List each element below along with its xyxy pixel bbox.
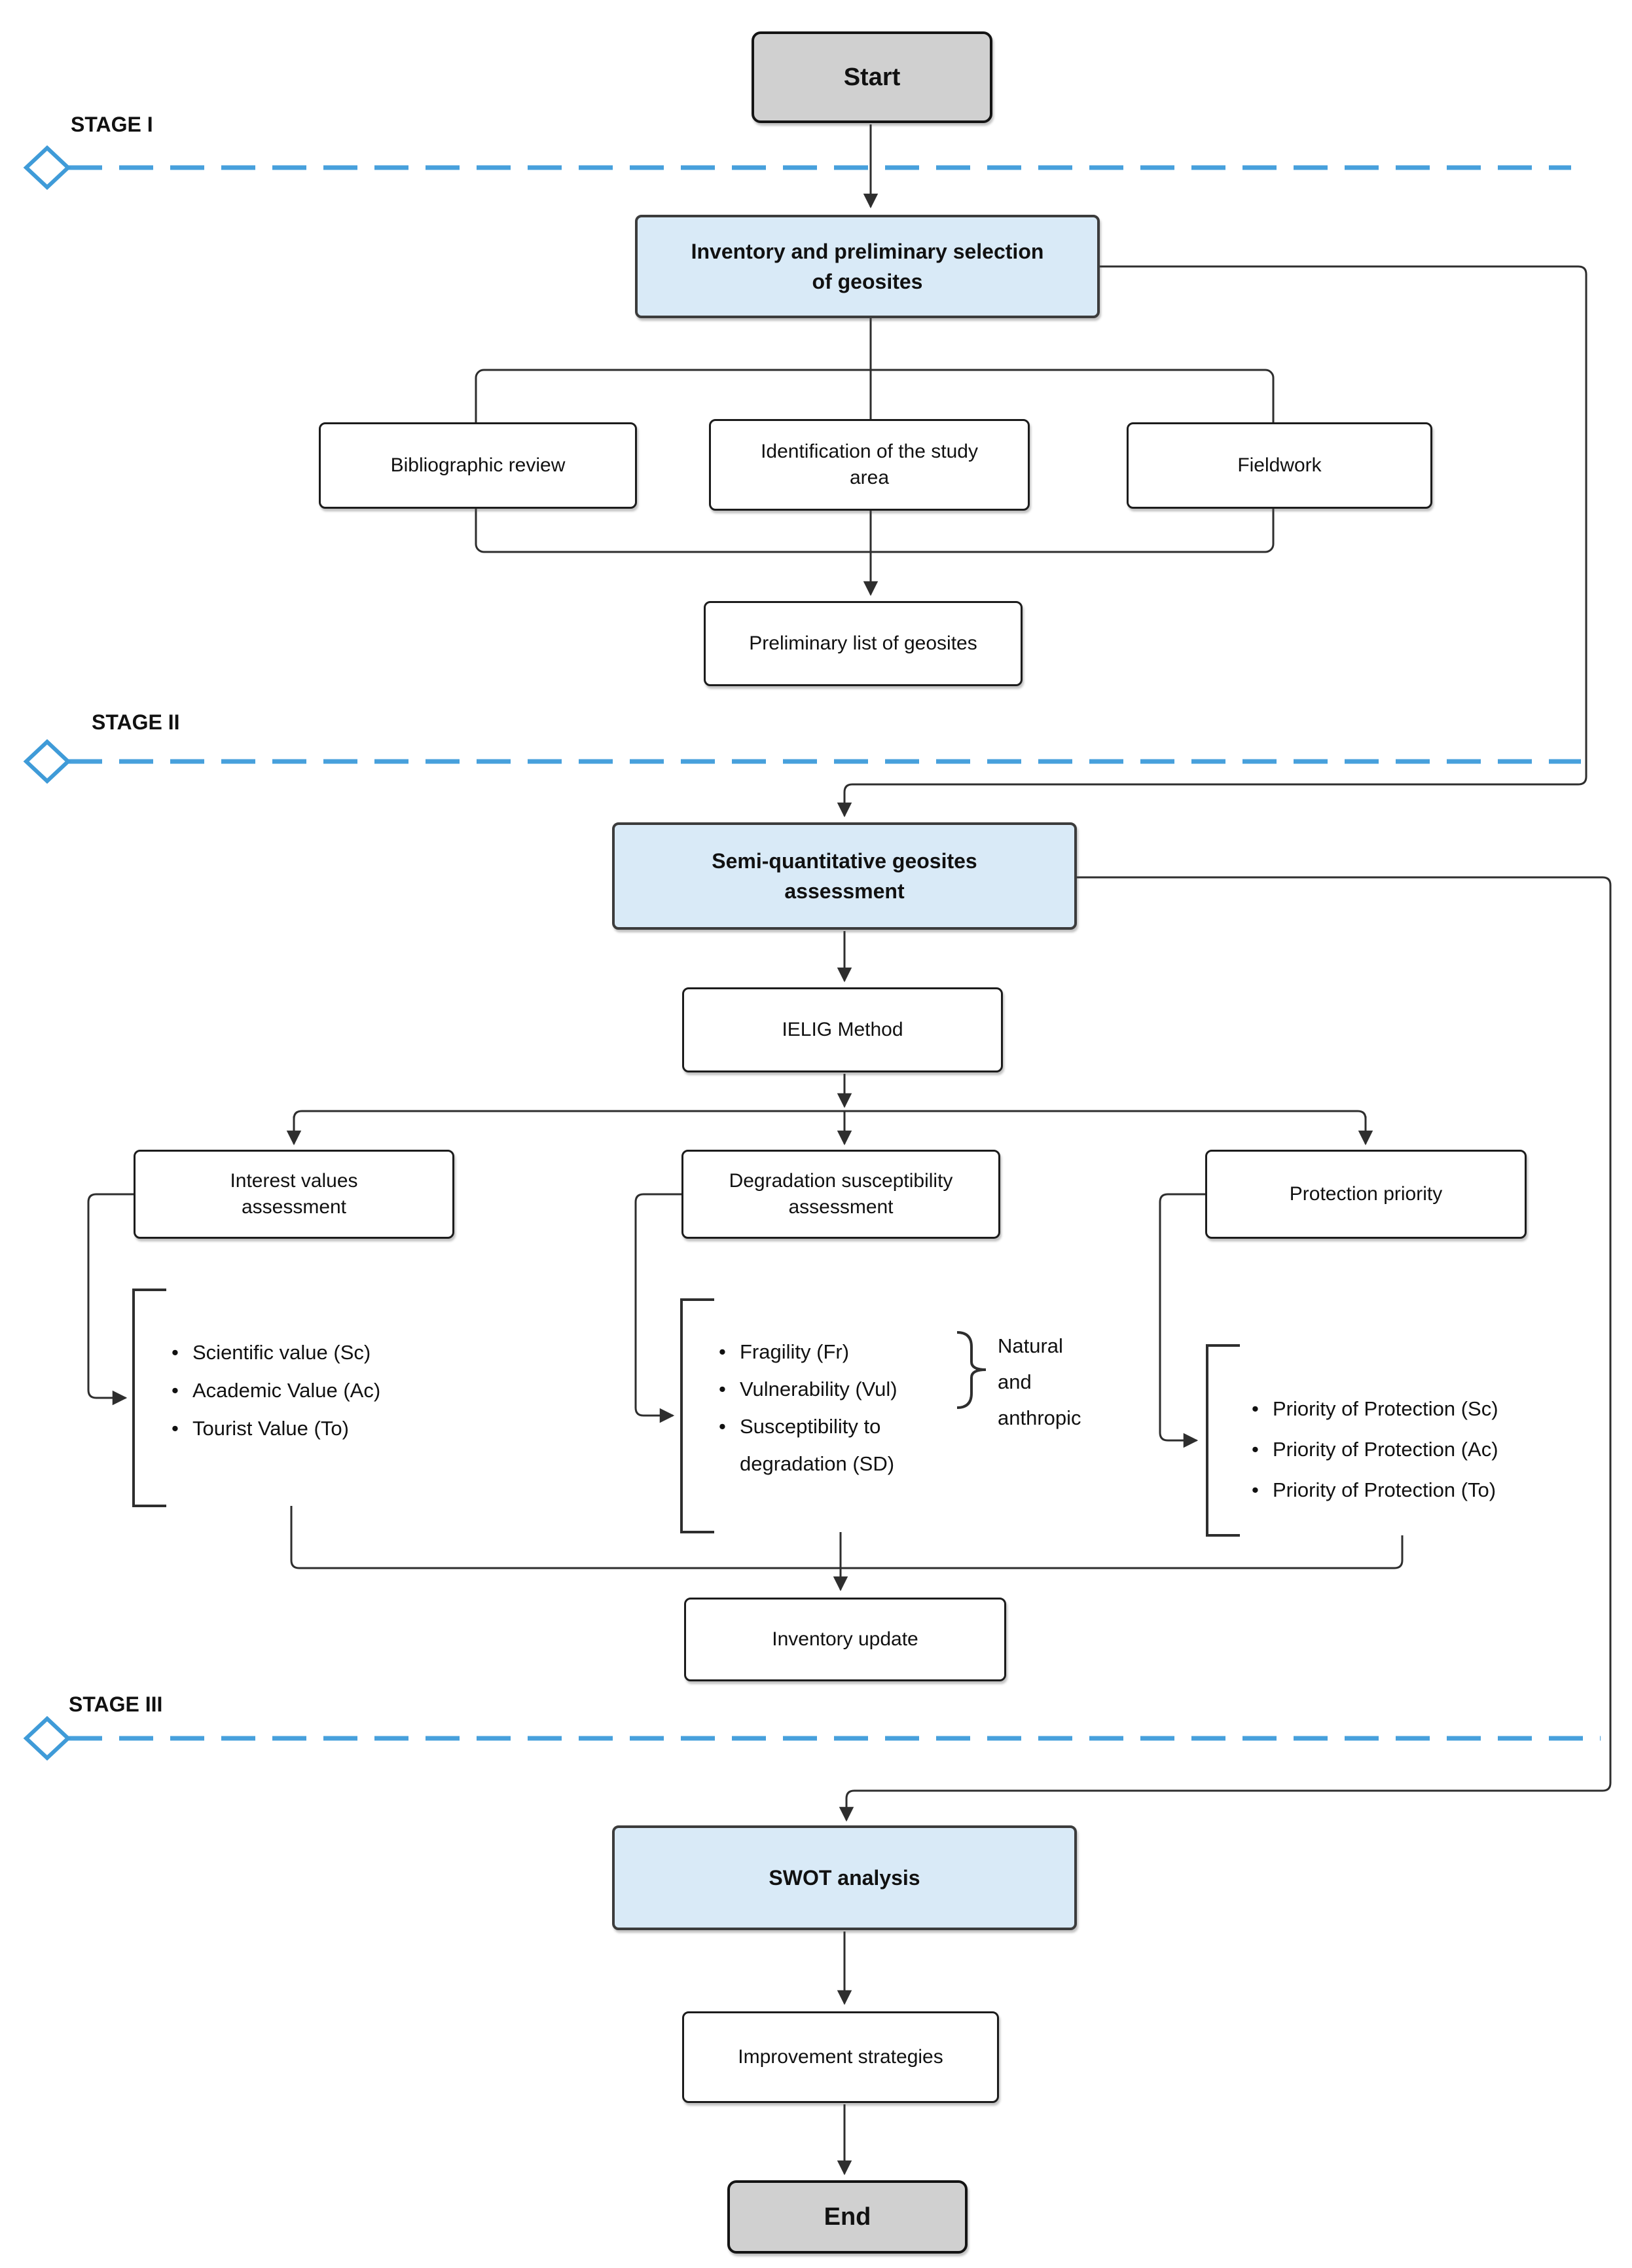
- list-item: •Vulnerability (Vul): [719, 1370, 898, 1408]
- bullet-icon: •: [719, 1340, 726, 1363]
- list-item: •Priority of Protection (Sc): [1252, 1389, 1498, 1429]
- bullet-icon: •: [719, 1378, 726, 1400]
- stage3-label: STAGE III: [69, 1692, 163, 1716]
- connector-merge-line: [290, 1506, 1404, 1569]
- bullet-icon: •: [172, 1417, 179, 1440]
- interest-values-list: •Scientific value (Sc) •Academic Value (…: [172, 1334, 380, 1448]
- bullet-icon: •: [172, 1341, 179, 1364]
- list-item: •Priority of Protection (To): [1252, 1470, 1498, 1510]
- degradation-factors-list: •Fragility (Fr) •Vulnerability (Vul) •Su…: [719, 1333, 898, 1482]
- connector-loop-semi-to-swot: [839, 876, 1612, 1822]
- protection-priority-list: •Priority of Protection (Sc) •Priority o…: [1252, 1389, 1498, 1510]
- node-fieldwork: Fieldwork: [1127, 422, 1432, 509]
- node-interest-values: Interest values assessment: [134, 1150, 454, 1239]
- node-improvement-strategies: Improvement strategies: [682, 2011, 999, 2103]
- stage2-diamond-icon: [23, 739, 71, 784]
- node-identification-study-area: Identification of the study area: [709, 419, 1030, 511]
- stage1-label: STAGE I: [71, 113, 153, 136]
- list-item: •Fragility (Fr): [719, 1333, 898, 1370]
- protection-list-bracket: [1206, 1344, 1240, 1537]
- bullet-icon: •: [1252, 1478, 1259, 1501]
- node-semi-quantitative-assessment: Semi-quantitative geosites assessment: [612, 822, 1077, 930]
- connector-loop-inventory-to-semi: [837, 265, 1587, 818]
- node-bibliographic-review: Bibliographic review: [319, 422, 637, 509]
- bullet-icon: •: [172, 1379, 179, 1402]
- stage2-label: STAGE II: [92, 710, 180, 734]
- list-item: •Scientific value (Sc): [172, 1334, 380, 1372]
- bullet-icon: •: [1252, 1438, 1259, 1461]
- node-protection-priority: Protection priority: [1205, 1150, 1527, 1239]
- node-ielig-method: IELIG Method: [682, 987, 1003, 1072]
- list-item: •Susceptibility to degradation (SD): [719, 1408, 898, 1482]
- node-swot-analysis: SWOT analysis: [612, 1825, 1077, 1930]
- natural-anthropic-note: Natural and anthropic: [998, 1334, 1081, 1429]
- node-inventory-update: Inventory update: [684, 1598, 1006, 1681]
- curly-brace-icon: [956, 1331, 987, 1409]
- bullet-icon: •: [1252, 1397, 1259, 1420]
- connector-interest-loop: [87, 1193, 134, 1406]
- bullet-icon: •: [719, 1415, 726, 1438]
- interest-list-bracket: [132, 1289, 166, 1507]
- connector-split-horizontal: [293, 1110, 1367, 1143]
- list-item: •Priority of Protection (Ac): [1252, 1429, 1498, 1470]
- stage1-diamond-icon: [23, 145, 71, 191]
- node-preliminary-list: Preliminary list of geosites: [704, 601, 1023, 686]
- list-item: •Academic Value (Ac): [172, 1372, 380, 1410]
- connector-protection-loop: [1159, 1193, 1205, 1448]
- node-inventory-selection: Inventory and preliminary selection of g…: [635, 215, 1100, 318]
- node-degradation-susceptibility: Degradation susceptibility assessment: [681, 1150, 1000, 1239]
- stage3-diamond-icon: [23, 1715, 71, 1761]
- node-end: End: [727, 2180, 968, 2254]
- connector-degradation-loop: [634, 1193, 681, 1423]
- list-item: •Tourist Value (To): [172, 1410, 380, 1448]
- degradation-list-bracket: [680, 1298, 714, 1533]
- node-start: Start: [752, 31, 992, 123]
